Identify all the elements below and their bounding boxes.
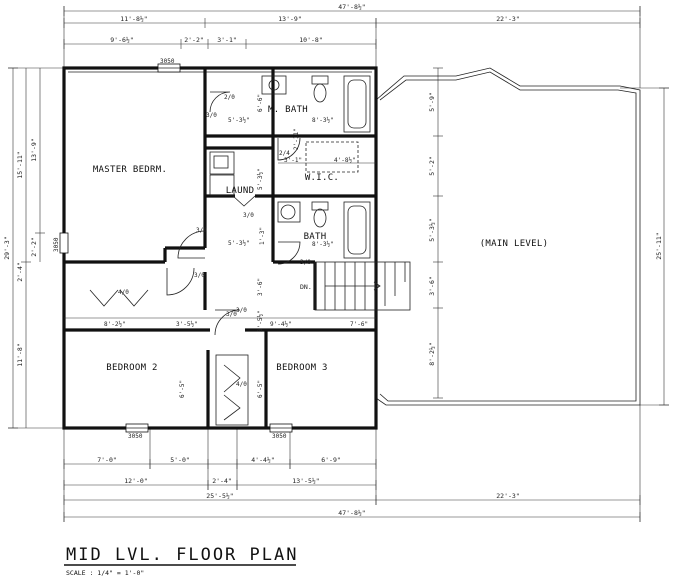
stair-down-label: DN. <box>300 283 312 291</box>
dim-int-3: 8'-3½" <box>312 117 334 124</box>
door-label-2: 3/0 <box>206 112 217 119</box>
title-block: MID LVL. FLOOR PLAN SCALE : 1/4" = 1'-0" <box>64 545 298 577</box>
dim-int-5: 4'-8½" <box>334 157 356 164</box>
room-bath: BATH <box>304 232 327 242</box>
dim-bottom-d: 6'-9" <box>321 456 341 464</box>
plan-scale: SCALE : 1/4" = 1'-0" <box>66 569 144 577</box>
room-labels: MASTER BEDRM. M. BATH LAUND W.I.C. BATH … <box>93 105 339 373</box>
dim-right-b: 5'-2" <box>428 156 436 176</box>
dim-top-b: 13'-9" <box>278 15 301 23</box>
dim-bottom-h: 25'-5½" <box>206 492 233 500</box>
dim-int-18: 1'-3" <box>259 227 266 245</box>
room-laund: LAUND <box>226 186 255 196</box>
door-label-5: 3/0 <box>196 227 207 234</box>
dim-int-6: 2'-11" <box>293 128 300 150</box>
door-label-11: 3/0 <box>226 311 237 318</box>
plan-title: MID LVL. FLOOR PLAN <box>66 545 298 565</box>
interior-walls <box>64 68 376 428</box>
dim-left-b: 13'-9" <box>30 138 38 161</box>
door-label-10: 4/0 <box>236 381 247 388</box>
dim-int-11: 8'-2½" <box>104 321 126 328</box>
door-label-7: 3/0 <box>236 307 247 314</box>
room-bedroom-2: BEDROOM 2 <box>106 363 157 373</box>
dim-top-a: 11'-8½" <box>120 15 147 23</box>
door-label-1: 2/0 <box>224 94 235 101</box>
fixtures <box>89 75 371 426</box>
door-label-8: 3/0 <box>300 259 311 266</box>
dim-int-13: 9'-4½" <box>270 321 292 328</box>
interior-dimensions: 6'-6" 5'-3½" 8'-3½" 3'-1" 4'-8½" 2'-11" … <box>64 94 376 398</box>
dim-right-d: 3'-6" <box>428 276 436 296</box>
dim-top-f: 3'-1" <box>217 36 237 44</box>
dim-right-a: 5'-9" <box>428 92 436 112</box>
dim-right-c: 5'-3½" <box>428 218 436 241</box>
dim-int-7: 8'-3½" <box>312 241 334 248</box>
dim-left-a: 15'-11" <box>16 151 24 178</box>
dim-int-2: 5'-3½" <box>228 117 250 124</box>
dim-left-c: 2'-2" <box>30 237 38 257</box>
dim-top-c: 22'-3" <box>496 15 519 23</box>
door-label-4: 3/0 <box>243 212 254 219</box>
dim-bottom-g: 13'-5½" <box>292 477 319 485</box>
dim-bottom-c: 4'-4½" <box>251 456 274 464</box>
dim-bottom-overall: 47'-8½" <box>338 509 365 517</box>
windows: 3050 3050 3050 3050 <box>53 58 293 440</box>
dim-right-e: 8'-2½" <box>428 342 436 365</box>
dim-int-10: 3'-6" <box>257 278 264 296</box>
dim-left-overall: 29'-3" <box>3 236 11 259</box>
dim-int-14: 7'-6" <box>350 321 368 328</box>
doors <box>166 91 301 336</box>
main-level-outline: (MAIN LEVEL) <box>375 67 641 406</box>
window-bottom-left-label: 3050 <box>128 433 143 440</box>
bottom-dimensions: 7'-0" 5'-0" 4'-4½" 6'-9" 12'-0" 2'-4" 13… <box>63 405 641 522</box>
door-label-6: 3/0 <box>194 272 205 279</box>
left-dimensions: 29'-3" 15'-11" 2'-4" 11'-8" 13'-9" 2'-2" <box>3 67 64 429</box>
dim-bottom-i: 22'-3" <box>496 492 519 500</box>
window-bottom-right-label: 3050 <box>272 433 287 440</box>
dim-left-d: 2'-4" <box>16 262 24 282</box>
dim-int-9: 5'-3½" <box>257 168 264 190</box>
dim-top-overall: 47'-8½" <box>338 3 365 11</box>
room-bedroom-3: BEDROOM 3 <box>276 363 327 373</box>
dim-left-e: 11'-8" <box>16 343 24 366</box>
dim-int-8: 5'-3½" <box>228 240 250 247</box>
dim-bottom-f: 2'-4" <box>212 477 232 485</box>
dim-bottom-b: 5'-0" <box>170 456 190 464</box>
dim-right-overall: 25'-11" <box>655 232 663 259</box>
door-labels: 2/0 3/0 2/4 3/0 3/0 3/0 3/0 3/0 4/0 4/0 … <box>118 94 311 388</box>
main-level-label: (MAIN LEVEL) <box>480 239 549 249</box>
dim-top-g: 10'-8" <box>299 36 322 44</box>
dim-int-16: 6'-5" <box>179 380 186 398</box>
room-wic: W.I.C. <box>305 173 339 183</box>
room-master-bedroom: MASTER BEDRM. <box>93 165 167 175</box>
window-top-label: 3050 <box>160 58 175 65</box>
dim-int-12: 3'-5½" <box>176 321 198 328</box>
dim-top-d: 9'-6½" <box>110 36 133 44</box>
door-label-3: 2/4 <box>279 150 290 157</box>
room-m-bath: M. BATH <box>268 105 308 115</box>
right-dimensions: 5'-9" 5'-2" 5'-3½" 3'-6" 8'-2½" 25'-11" <box>428 67 669 406</box>
dim-top-e: 2'-2" <box>184 36 204 44</box>
dim-int-1: 6'-6" <box>257 94 264 112</box>
dim-bottom-e: 12'-0" <box>124 477 147 485</box>
door-label-9: 4/0 <box>118 289 129 296</box>
dim-int-17: 6'-5" <box>257 380 264 398</box>
stairs: DN. <box>300 261 411 311</box>
dim-int-4: 3'-1" <box>284 157 302 164</box>
window-left-label: 3050 <box>53 237 60 252</box>
top-dimensions: 47'-8½" 11'-8½" 13'-9" 22'-3" 9'-6½" 2'-… <box>63 3 641 88</box>
dim-bottom-a: 7'-0" <box>97 456 117 464</box>
dim-int-15: 3'-5½" <box>257 310 264 332</box>
